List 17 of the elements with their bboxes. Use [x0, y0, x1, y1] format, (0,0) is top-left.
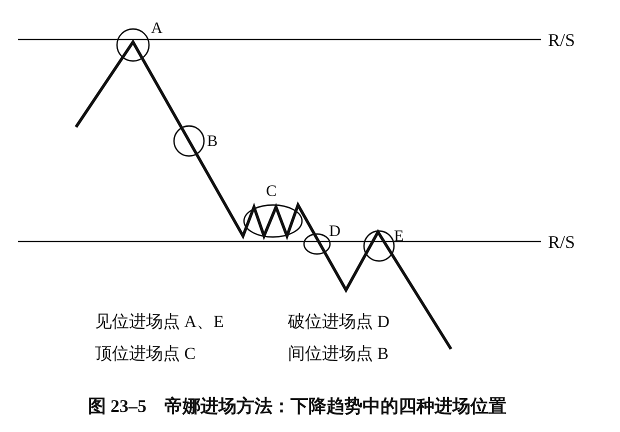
legend-note: 破位进场点 D [288, 313, 390, 330]
level-label: R/S [548, 31, 576, 49]
point-letter: A [151, 21, 163, 37]
ellipse-mark [243, 204, 303, 238]
point-letter: C [266, 184, 277, 200]
legend-note: 见位进场点 A、E [95, 313, 224, 330]
ellipse-mark [303, 233, 331, 255]
legend-note: 间位进场点 B [288, 345, 389, 362]
circle-mark [363, 230, 395, 262]
point-letter: B [207, 134, 218, 150]
figure-caption: 图 23–5 帝娜进场方法：下降趋势中的四种进场位置 [88, 397, 506, 415]
level-label: R/S [548, 233, 576, 251]
circle-mark [173, 125, 205, 157]
point-letter: E [394, 229, 404, 245]
legend-note: 顶位进场点 C [95, 345, 196, 362]
circle-mark [116, 28, 150, 62]
point-letter: D [329, 224, 341, 240]
